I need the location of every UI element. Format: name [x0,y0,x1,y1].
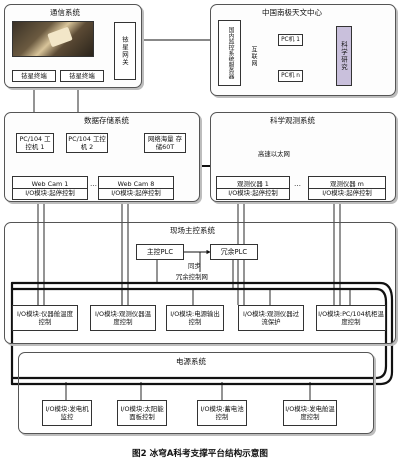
power-io-module-1: I/O模块:发电机监控 [42,400,92,426]
power-io-module-4: I/O模块:发电舱温度控制 [283,400,337,426]
pc-1-box: PC机 1 [278,34,303,46]
internet-label: 互联网 [250,46,257,67]
iridium-terminal-1-box: 铱星终端 [12,70,56,82]
pc104-controller-2-box: PC/104 工控机 2 [66,133,108,153]
iridium-satellite-photo [12,21,94,57]
instrument-1-io-label: I/O模块:起停控制 [228,188,278,197]
instrument-1-box: 观测仪器 1 I/O模块:起停控制 [216,176,290,200]
sync-label: 同步 [188,262,201,270]
webcam-1-label: Web Cam 1 [13,180,87,189]
instrument-m-io-label: I/O模块:起停控制 [322,188,372,197]
high-speed-ethernet-label: 高速以太网 [258,150,290,158]
webcam-1-io-label: I/O模块:起停控制 [25,188,75,197]
instrument-ellipsis: … [294,180,301,188]
webcam-8-box: Web Cam 8 I/O模块:起停控制 [98,176,174,200]
control-io-module-1: I/O模块:仪器舱温度控制 [12,305,78,331]
webcam-ellipsis: … [90,180,97,188]
iridium-terminal-2-box: 铱星终端 [60,70,104,82]
power-io-module-2: I/O模块:太阳能面板控制 [117,400,167,426]
redundancy-network-label: 冗余控制网 [176,273,208,281]
pc104-controller-1-box: PC/104 工控机 1 [16,133,54,153]
astronomy-center-title: 中国南极天文中心 [262,8,322,17]
field-control-group [4,222,396,344]
data-storage-title: 数据存储系统 [84,116,129,125]
pc-n-box: PC机 n [278,70,303,82]
field-control-title: 现场主控系统 [170,226,215,235]
astronomy-center-group [210,4,396,96]
domestic-monitor-server-box: 国内监控系统服务器 [218,20,241,86]
power-io-module-3: I/O模块:蓄电池控制 [197,400,247,426]
network-storage-box: 网络海量 存储60T [144,133,186,153]
power-system-group [18,352,374,434]
instrument-m-box: 观测仪器 m I/O模块:起停控制 [308,176,386,200]
redundant-plc-box: 冗余PLC [210,244,258,260]
figure-caption: 图2 冰穹A科考支撑平台结构示意图 [132,449,268,459]
master-plc-box: 主控PLC [136,244,184,260]
control-io-module-5: I/O模块:PC/104机柜温度控制 [316,305,386,331]
comm-system-title: 通信系统 [50,8,80,17]
webcam-1-box: Web Cam 1 I/O模块:起停控制 [12,176,88,200]
power-system-title: 电源系统 [176,357,206,366]
instrument-1-label: 观测仪器 1 [217,180,289,189]
webcam-8-io-label: I/O模块:起停控制 [111,188,161,197]
webcam-8-label: Web Cam 8 [99,180,173,189]
science-observation-title: 科学观测系统 [270,116,315,125]
control-io-module-4: I/O模块:观测仪器过流保护 [238,305,304,331]
iridium-gateway-box: 铱星网关 [114,22,136,80]
control-io-module-3: I/O模块:电源输出控制 [166,305,224,331]
control-io-module-2: I/O模块:观测仪器温度控制 [90,305,156,331]
satellite-glint-icon [47,26,73,48]
scientific-research-box: 科学研究 [336,26,352,86]
instrument-m-label: 观测仪器 m [309,180,385,189]
